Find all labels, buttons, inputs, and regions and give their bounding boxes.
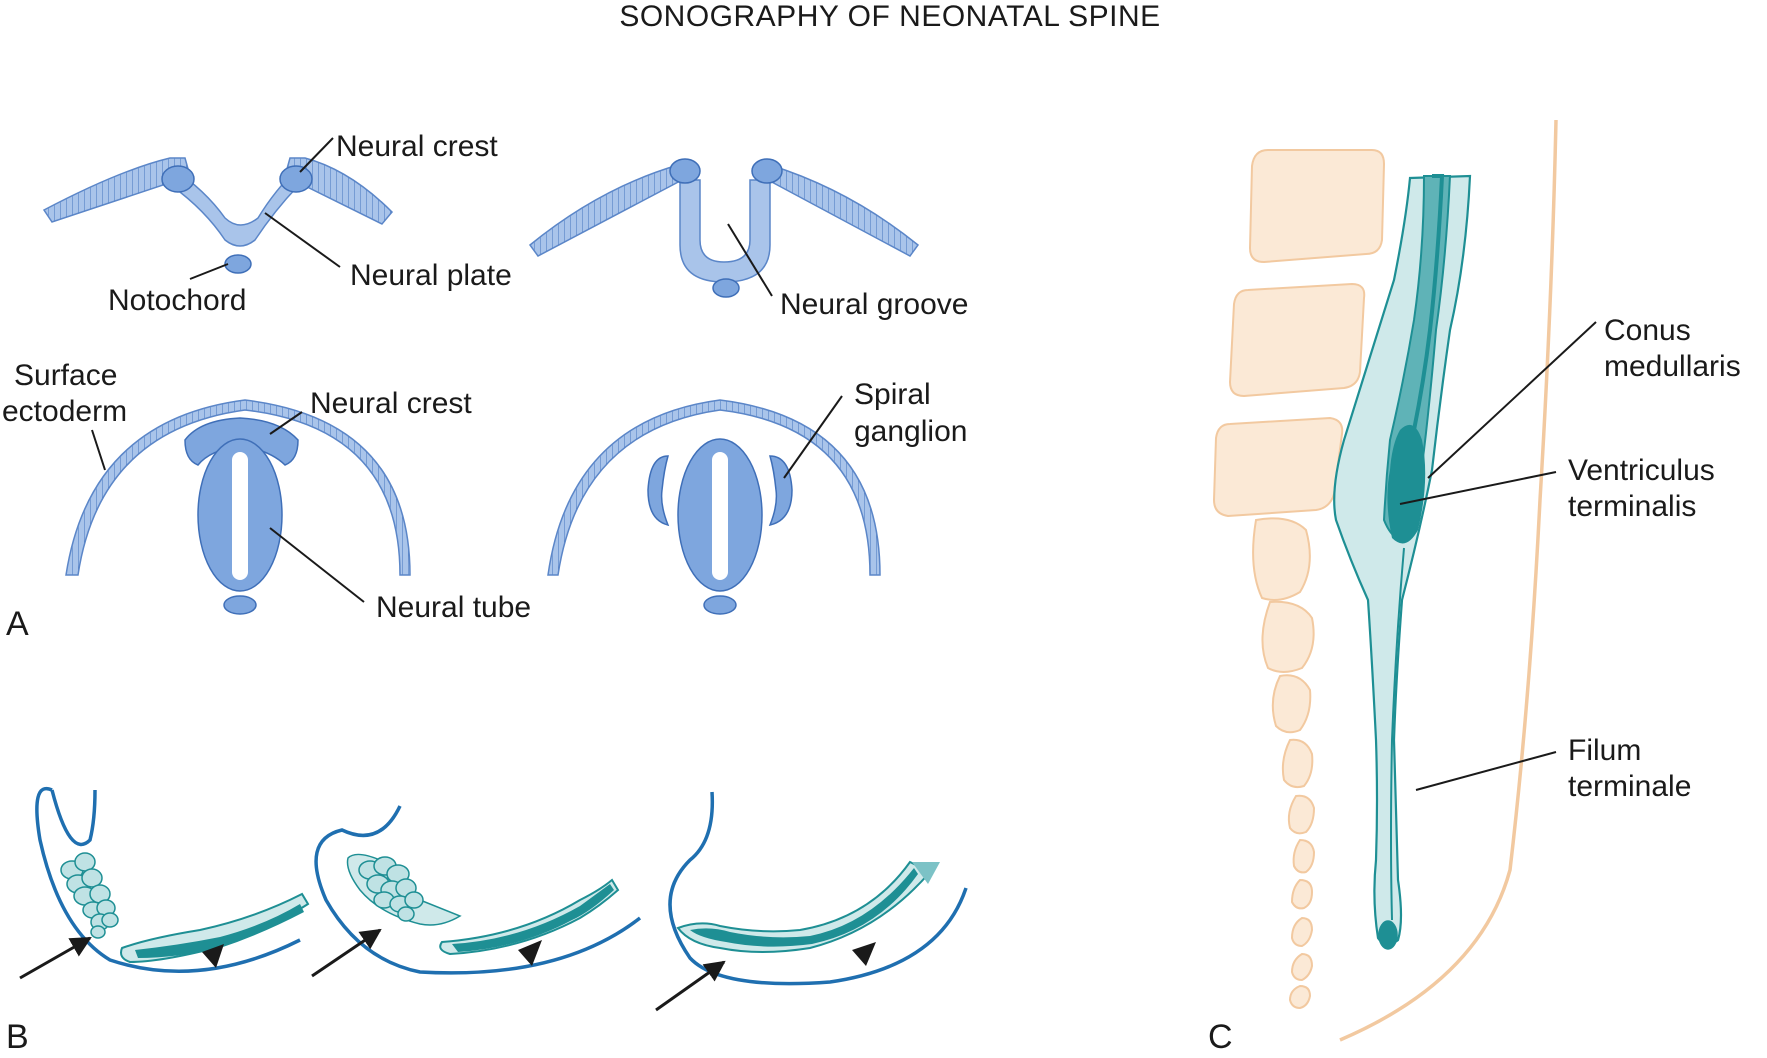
spiral-ganglion-left [647,455,670,527]
vertebral-column [1212,149,1386,1010]
leader-filum-terminale [1415,751,1557,791]
spiral-ganglion-right [768,455,793,527]
spiral-ganglion-stage: Spiral ganglion [547,378,967,615]
vertebra [1288,984,1312,1010]
neural-crest-cell-right [751,158,783,184]
vertebra [1228,282,1366,398]
neural-tube-core [690,868,918,947]
neural-groove-stage: Neural groove [528,158,968,321]
neural-crest-cell-left [669,158,701,184]
label-filum-1: Filum [1568,734,1641,767]
label-neural-tube: Neural tube [376,591,531,624]
tail-stage-2 [311,805,642,978]
arrow [311,928,382,978]
leader-neural-crest-bottom [269,411,303,435]
leader-spiral-ganglion [783,395,843,479]
surface-ectoderm-arc [547,399,881,576]
arrow [655,960,726,1012]
central-canal [1412,174,1445,431]
vertebra [1290,878,1314,910]
vertebra [1212,416,1344,518]
skin-line [1339,119,1558,1042]
surface-ectoderm-arc [65,399,411,576]
label-spiral-ganglion-1: Spiral [854,378,931,411]
vertebra [1261,600,1315,673]
vertebra [1281,738,1314,789]
neural-plate-stage: Neural crest Neural plate Notochord [42,130,512,317]
label-neural-groove: Neural groove [780,288,968,321]
embryo-outline-tip [50,789,97,847]
tail-stage-1 [19,786,310,980]
label-conus-1: Conus [1604,314,1691,347]
arrowhead-marker [202,944,224,968]
label-neural-crest-bottom: Neural crest [310,387,472,420]
leader-conus-medullaris [1427,321,1597,479]
vertebra [1292,838,1316,874]
label-filum-2: terminale [1568,770,1691,803]
surface-ectoderm-left [528,164,683,257]
neural-canal [232,452,248,580]
panel-letter-b: B [6,1018,29,1056]
figure-title: SONOGRAPHY OF NEONATAL SPINE [619,0,1160,33]
vertebra [1271,674,1312,734]
panel-b: B [6,786,968,1056]
ventriculus-terminalis-shape [1387,424,1426,544]
filum-terminale-line [1390,547,1405,921]
neural-tube-stage: Surface ectoderm Neural crest Neural tub… [2,359,531,624]
leader-notochord [189,263,229,280]
surface-ectoderm-right [767,164,920,257]
vertebra [1252,517,1311,601]
label-notochord: Notochord [108,284,246,317]
neural-tube-core [452,884,614,952]
neural-tube-core [135,904,304,958]
tail-stage-3 [655,791,968,1012]
neural-groove-shape [679,179,771,283]
label-spiral-ganglion-2: ganglion [854,415,967,448]
label-neural-plate: Neural plate [350,259,512,292]
label-neural-crest-top: Neural crest [336,130,498,163]
label-ventriculus-1: Ventriculus [1568,454,1715,487]
neural-tube-end [912,862,940,884]
label-surface-ectoderm-1: Surface [14,359,117,392]
panel-c: Conus medullaris Ventriculus terminalis … [1208,119,1741,1056]
sac-end [1378,920,1398,950]
arrowhead-marker [518,940,542,966]
panel-a: Neural crest Neural plate Notochord Neur… [2,130,968,643]
surface-ectoderm-left [42,157,191,223]
label-surface-ectoderm-2: ectoderm [2,395,127,428]
leader-neural-plate [264,212,341,268]
embryo-outline [314,805,642,975]
leader-neural-crest-top [299,137,334,173]
vertebra [1290,952,1314,982]
leader-neural-tube [269,527,365,603]
cell-cluster [358,856,424,922]
notochord-shape [224,254,252,274]
neural-crest-cell-left [161,165,195,193]
leader-ventriculus-terminalis [1399,471,1557,505]
vertebra [1248,149,1386,264]
panel-letter-a: A [6,605,29,643]
neural-crest-cell-right [279,165,313,193]
panel-letter-c: C [1208,1018,1233,1056]
notochord-shape [223,595,257,615]
label-ventriculus-2: terminalis [1568,490,1696,523]
vertebra [1287,794,1316,835]
leader-neural-groove [727,223,773,297]
neural-canal [712,452,728,580]
label-conus-2: medullaris [1604,350,1741,383]
cell-cluster [60,852,119,939]
arrowhead-marker [852,942,876,966]
embryo-outline [668,791,968,986]
leader-surface-ectoderm [91,429,106,471]
notochord-shape [712,278,740,298]
notochord-shape [703,595,737,615]
arrow [19,936,92,980]
vertebra [1290,916,1314,948]
